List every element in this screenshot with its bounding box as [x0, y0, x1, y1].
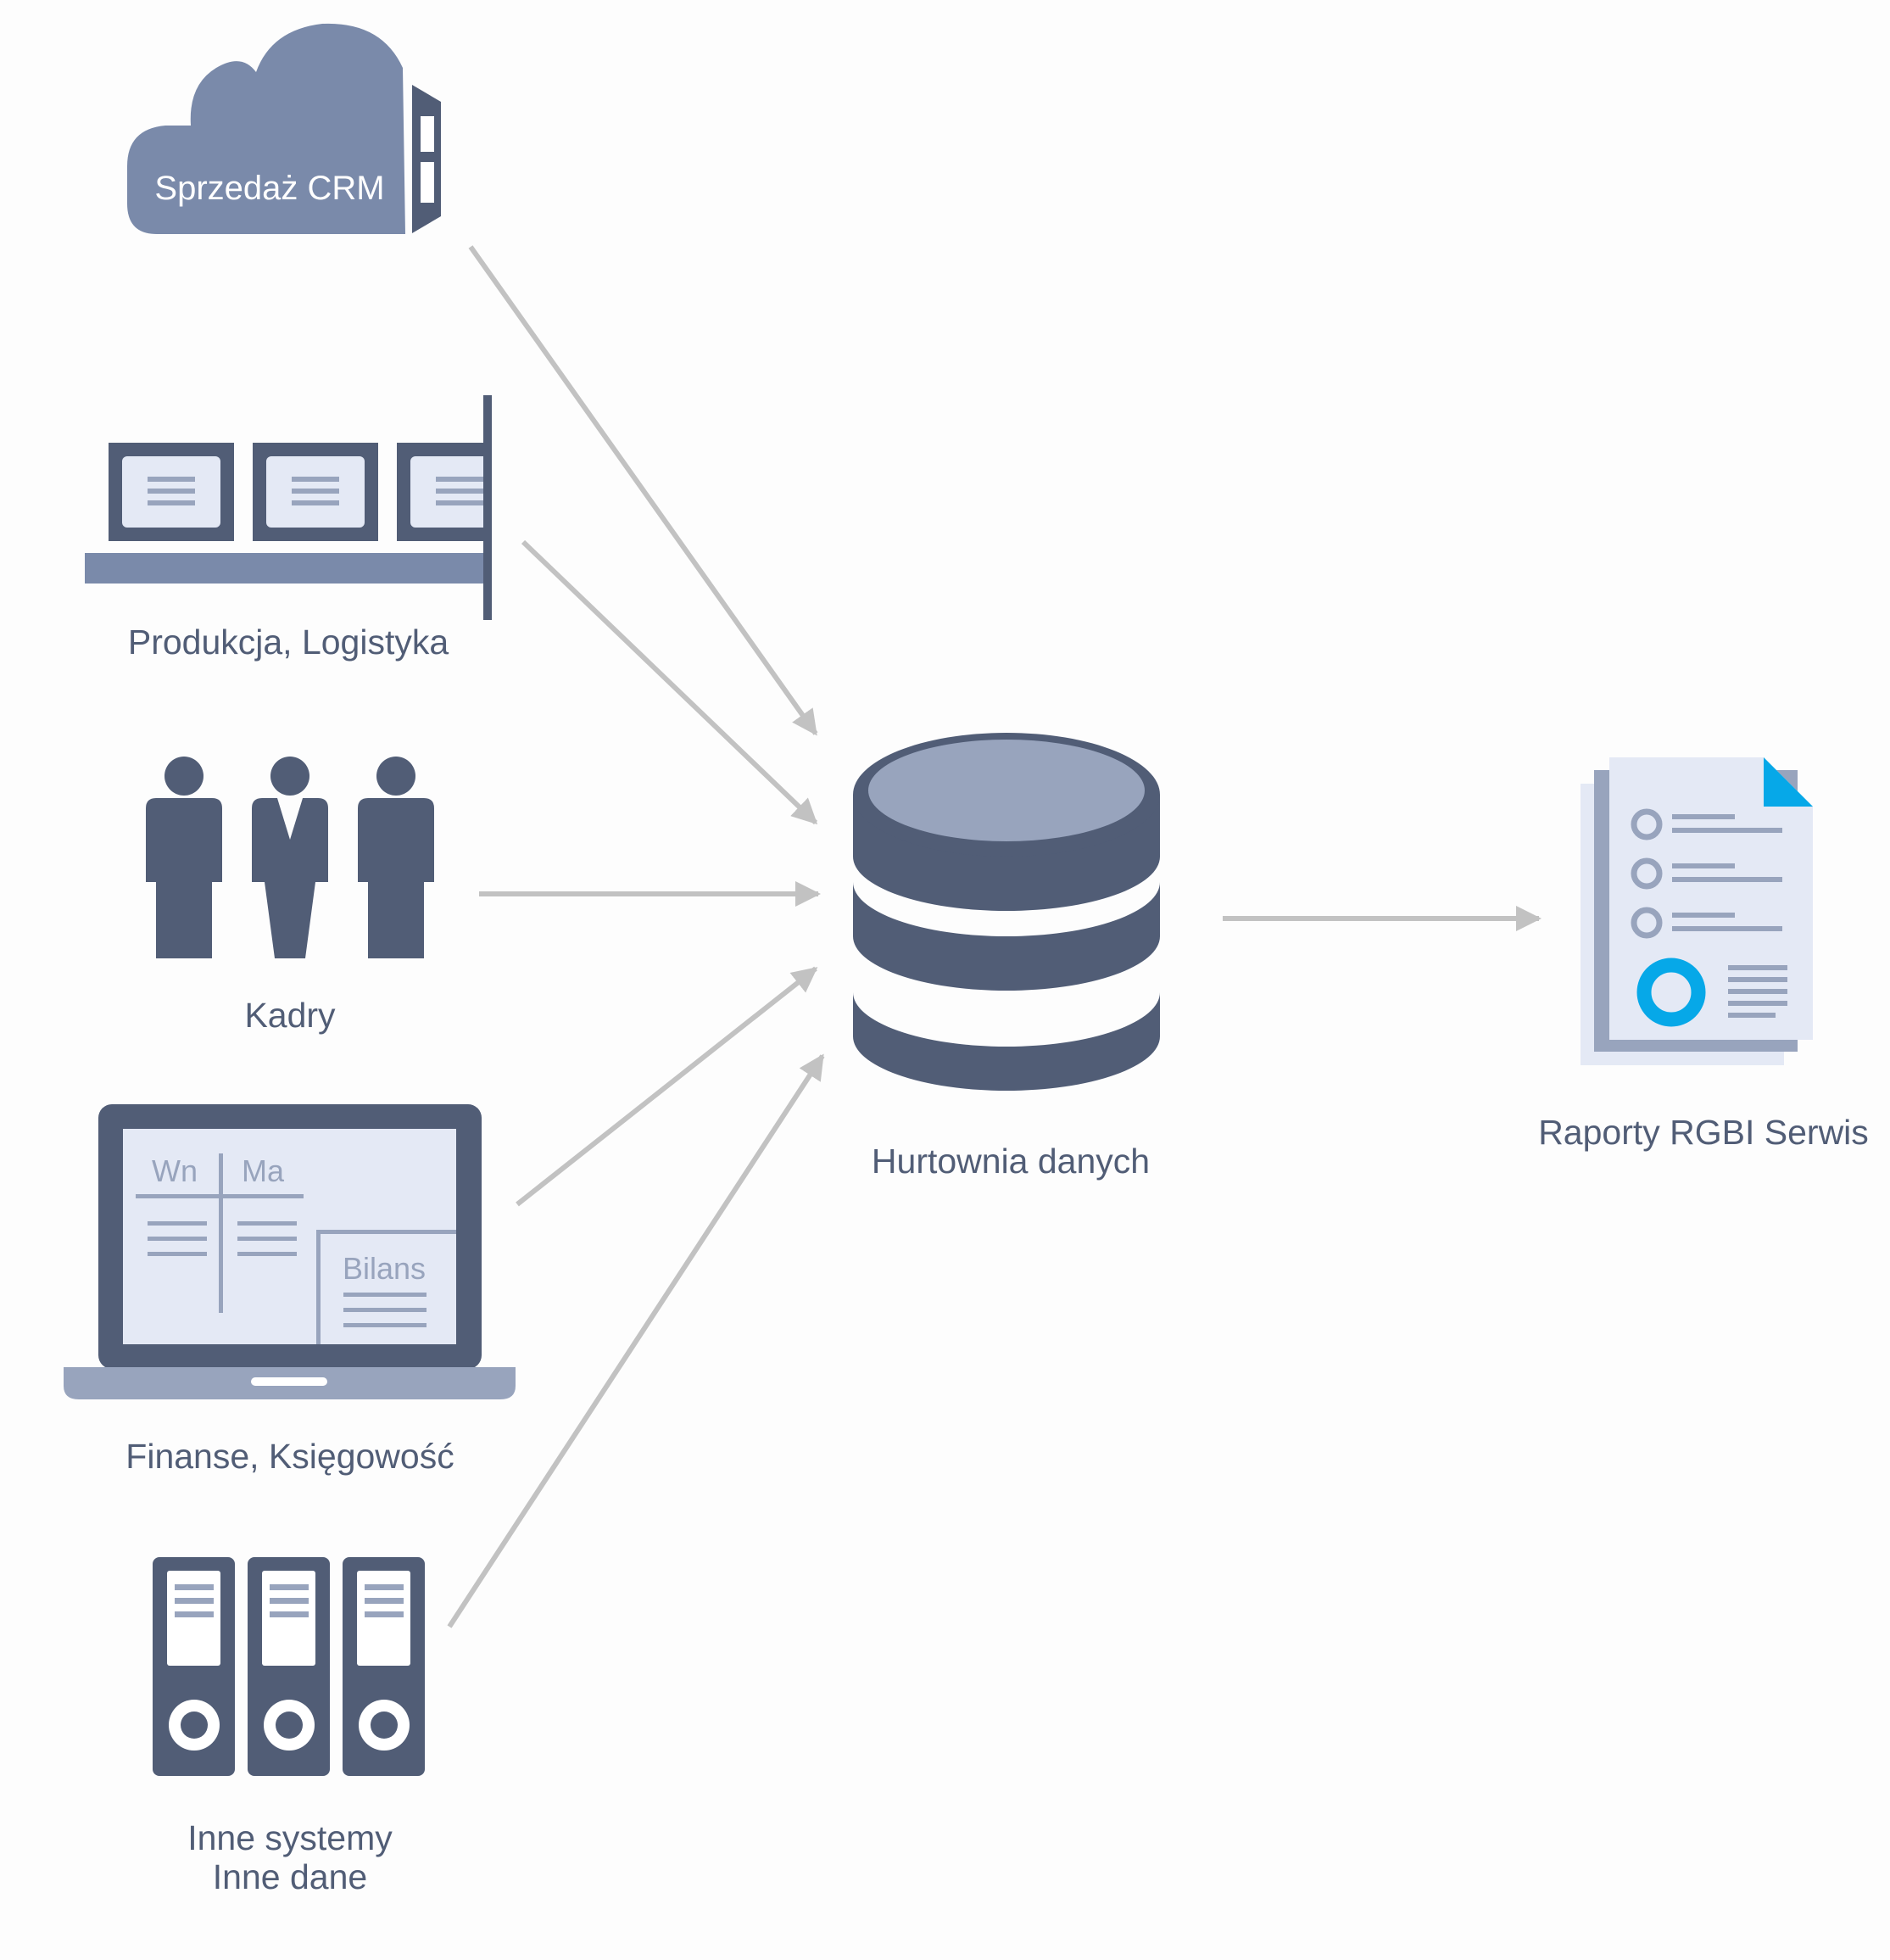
- people-icon: [146, 757, 434, 958]
- laptop-balance-label: Bilans: [343, 1251, 426, 1286]
- arrow-production-to-warehouse: [521, 539, 818, 825]
- cloud-icon: [127, 23, 441, 234]
- other-systems-line1: Inne systemy: [187, 1818, 393, 1857]
- binders-icon: [153, 1557, 425, 1776]
- laptop-debit-label: Wn: [152, 1153, 198, 1188]
- laptop-credit-label: Ma: [242, 1153, 285, 1188]
- warehouse-label: Hurtownia danych: [871, 1142, 1151, 1181]
- arrow-crm-to-warehouse: [468, 245, 818, 736]
- database-icon: [853, 733, 1160, 1091]
- report-document-icon: [1581, 757, 1813, 1065]
- reports-label: Raporty RGBI Serwis: [1538, 1113, 1869, 1152]
- cloud-label: Sprzedaż CRM: [154, 170, 384, 207]
- hr-label: Kadry: [244, 996, 336, 1035]
- production-label: Produkcja, Logistyka: [127, 623, 449, 662]
- arrow-finance-to-warehouse: [516, 966, 818, 1207]
- arrow-other-to-warehouse: [447, 1053, 825, 1628]
- finance-label: Finanse, Księgowość: [125, 1437, 454, 1476]
- laptop-icon: [64, 1104, 516, 1399]
- other-systems-label: Inne systemy Inne dane: [187, 1818, 393, 1896]
- flow-arrows: [447, 245, 1542, 1628]
- other-systems-line2: Inne dane: [212, 1857, 368, 1896]
- conveyor-icon: [85, 395, 492, 620]
